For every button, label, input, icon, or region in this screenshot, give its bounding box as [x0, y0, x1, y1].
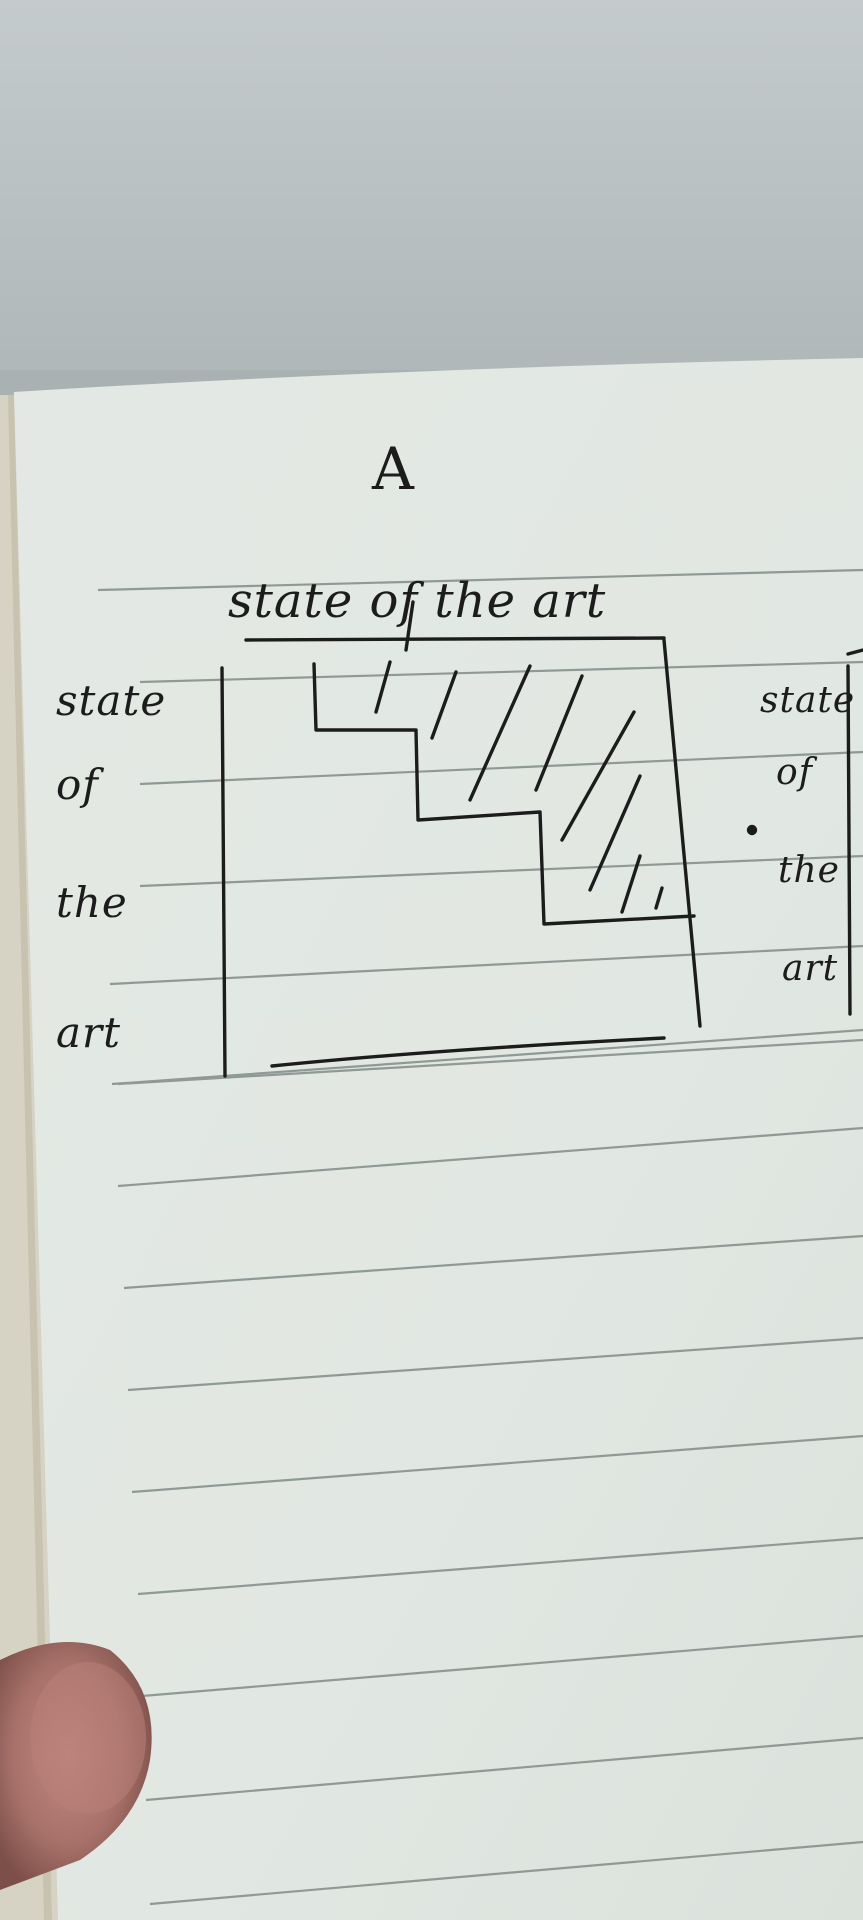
thumb [0, 1642, 152, 1890]
right-label-2: of [776, 752, 813, 793]
right-label-1: state [760, 680, 856, 721]
handwritten-heading: state of the art [228, 573, 607, 629]
left-label-4: art [56, 1008, 121, 1057]
background-wall [0, 0, 863, 400]
notebook-paper [14, 358, 863, 1920]
sketch [220, 600, 863, 1078]
left-label-1: state [56, 676, 167, 725]
right-label-4: art [782, 948, 839, 989]
left-label-3: the [56, 878, 128, 927]
title-letter: A [372, 435, 414, 503]
left-label-2: of [56, 760, 99, 809]
right-label-3: the [778, 850, 840, 891]
ruled-lines [97, 568, 863, 1906]
